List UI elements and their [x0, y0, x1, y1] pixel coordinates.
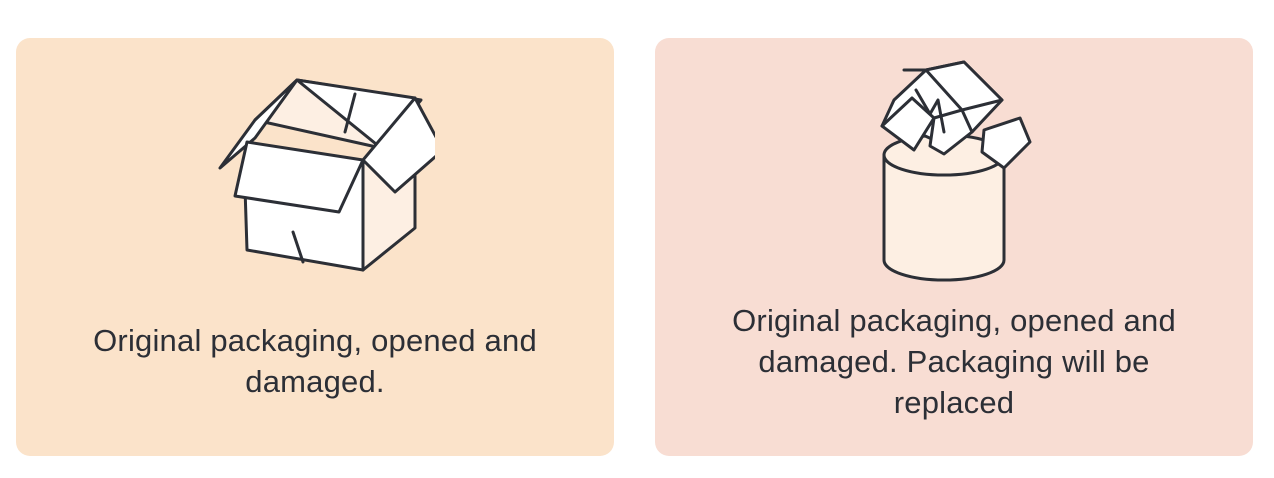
open-box-icon	[195, 60, 435, 290]
option-card-opened-damaged[interactable]: Original packaging, opened and damaged.	[16, 38, 614, 456]
option-caption: Original packaging, opened and damaged. …	[732, 303, 1176, 420]
option-card-packaging-replaced[interactable]: Original packaging, opened and damaged. …	[655, 38, 1253, 456]
option-caption: Original packaging, opened and damaged.	[93, 323, 537, 399]
box-in-trash-can-icon	[834, 60, 1074, 290]
